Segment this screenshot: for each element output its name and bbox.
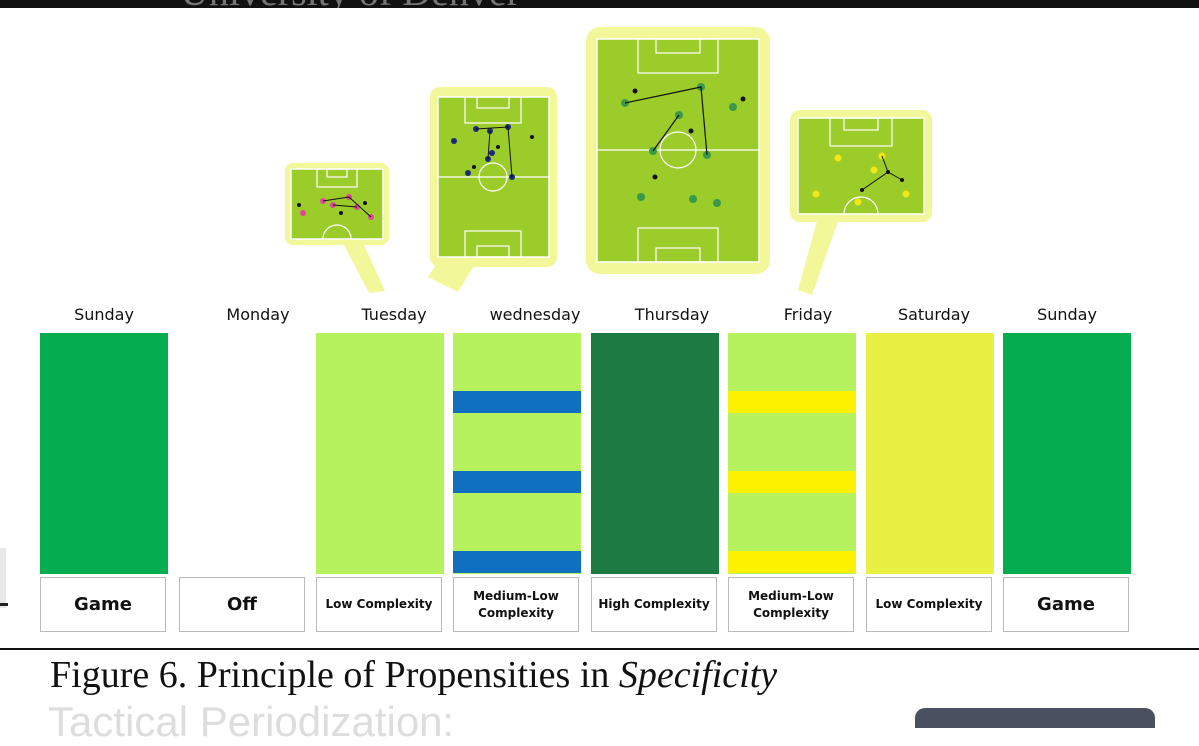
top-bar: University of Denver xyxy=(0,0,1199,8)
day-label-monday: Monday xyxy=(226,305,290,324)
pitch-diagram-tuesday xyxy=(285,163,395,293)
bar-stripe xyxy=(728,551,856,573)
pitch-diagram-wednesday xyxy=(428,87,563,292)
pitch-diagram-friday xyxy=(790,110,935,295)
left-edge-mark xyxy=(0,548,6,608)
day-bar xyxy=(1003,333,1131,574)
bar-stripe xyxy=(453,551,581,573)
complexity-box-tuesday: Low Complexity xyxy=(316,577,442,632)
caption-separator xyxy=(0,648,1199,650)
day-label-tuesday: Tuesday xyxy=(361,305,427,324)
day-bar xyxy=(728,333,856,574)
caption-text: Figure 6. Principle of Propensities in xyxy=(50,654,619,696)
bar-stripe xyxy=(728,471,856,493)
bar-stripe xyxy=(728,391,856,413)
header-fragment: University of Denver xyxy=(180,0,520,8)
day-bar xyxy=(178,333,306,574)
day-bar xyxy=(316,333,444,574)
day-bar xyxy=(40,333,168,574)
day-bar xyxy=(591,333,719,574)
complexity-box-thursday: High Complexity xyxy=(591,577,717,632)
day-bar xyxy=(453,333,581,574)
complexity-box-sunday-end: Game xyxy=(1003,577,1129,632)
complexity-box-wednesday: Medium-Low Complexity xyxy=(453,577,579,632)
left-edge-tick xyxy=(0,603,8,606)
bar-stripe xyxy=(453,391,581,413)
day-label-saturday: Saturday xyxy=(897,305,971,324)
day-label-wednesday: wednesday xyxy=(489,305,581,324)
footer-fragment: Tactical Periodization: xyxy=(48,698,455,745)
complexity-box-saturday: Low Complexity xyxy=(866,577,992,632)
day-bar xyxy=(866,333,994,574)
day-label-thursday: Thursday xyxy=(634,305,710,324)
caption-emphasis: Specificity xyxy=(618,654,778,696)
figure-caption: Figure 6. Principle of Propensities in S… xyxy=(50,653,777,697)
bar-stripe xyxy=(453,471,581,493)
day-label-sunday: Sunday xyxy=(74,305,134,324)
complexity-box-monday: Off xyxy=(179,577,305,632)
day-label-friday: Friday xyxy=(783,305,833,324)
bottom-right-overlay xyxy=(915,708,1155,728)
pitch-diagram-thursday xyxy=(583,27,773,277)
complexity-box-sunday: Game xyxy=(40,577,166,632)
day-label-sunday-end: Sunday xyxy=(1037,305,1097,324)
complexity-box-friday: Medium-Low Complexity xyxy=(728,577,854,632)
